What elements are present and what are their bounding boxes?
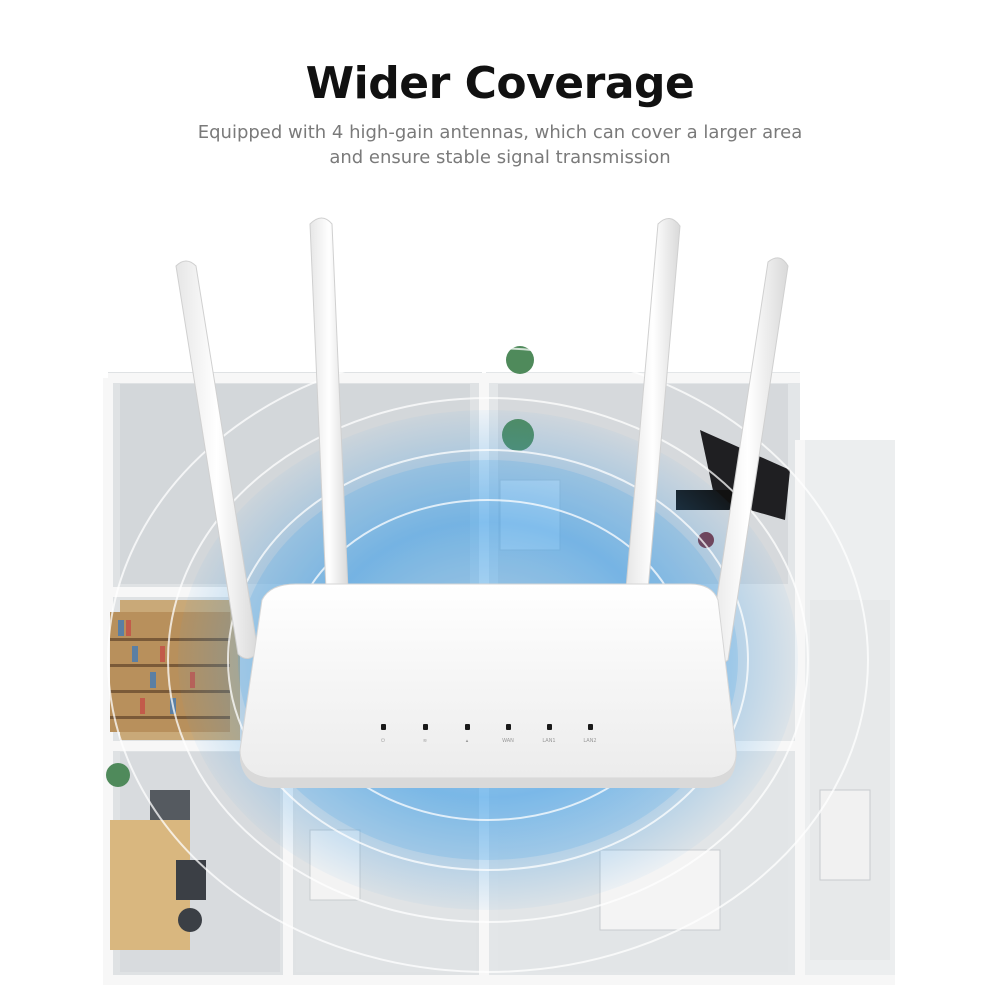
page-title: Wider Coverage [305, 58, 695, 109]
office-desk [110, 790, 206, 950]
page-subtitle: Equipped with 4 high-gain antennas, whic… [197, 122, 803, 168]
signal-icon: ▴ [466, 738, 469, 744]
wifi-icon: ≋ [423, 738, 427, 744]
power-icon: ⏻ [381, 738, 385, 744]
router: ⏻ ≋ ▴ WAN LAN1 LAN2 [239, 583, 737, 788]
antennas [175, 217, 789, 665]
led-label-lan1: LAN1 [542, 738, 555, 744]
router-leds [381, 724, 593, 730]
led-label-lan2: LAN2 [583, 738, 596, 744]
led-label-wan: WAN [502, 738, 514, 744]
